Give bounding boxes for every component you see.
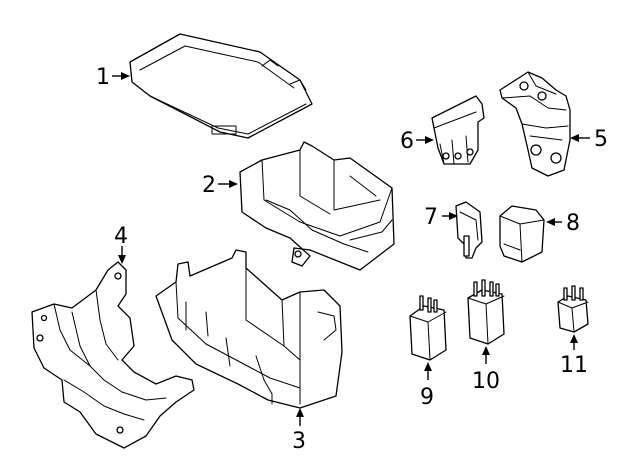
fuse-box-cover (129, 33, 313, 139)
leader-8 (546, 218, 562, 226)
leader-5 (570, 134, 590, 142)
callout-4: 4 (114, 224, 128, 249)
lower-housing (155, 249, 343, 409)
relay-9 (409, 295, 447, 361)
callout-9: 9 (420, 385, 434, 410)
leader-2 (218, 180, 238, 188)
blade-fuse (455, 201, 483, 259)
leader-9 (424, 362, 432, 380)
leader-10 (482, 346, 490, 364)
leader-3 (296, 408, 304, 426)
leader-11 (570, 334, 578, 350)
callout-3: 3 (292, 429, 306, 454)
callout-8: 8 (566, 211, 580, 236)
callout-7: 7 (424, 205, 438, 230)
relay-10 (467, 279, 505, 345)
leader-1 (112, 72, 130, 80)
callout-10: 10 (472, 369, 500, 394)
callout-5: 5 (594, 127, 608, 152)
callout-2: 2 (202, 173, 216, 198)
mounting-bracket (31, 261, 195, 449)
leader-4 (118, 246, 126, 264)
leader-6 (416, 136, 434, 144)
leader-7 (442, 212, 458, 220)
relay-11 (557, 285, 589, 333)
junction-block (499, 71, 571, 177)
upper-housing (239, 141, 395, 271)
callout-6: 6 (400, 129, 414, 154)
fusible-link (431, 95, 485, 165)
callout-1: 1 (96, 65, 110, 90)
callout-11: 11 (560, 353, 588, 378)
cartridge-fuse (499, 205, 545, 263)
